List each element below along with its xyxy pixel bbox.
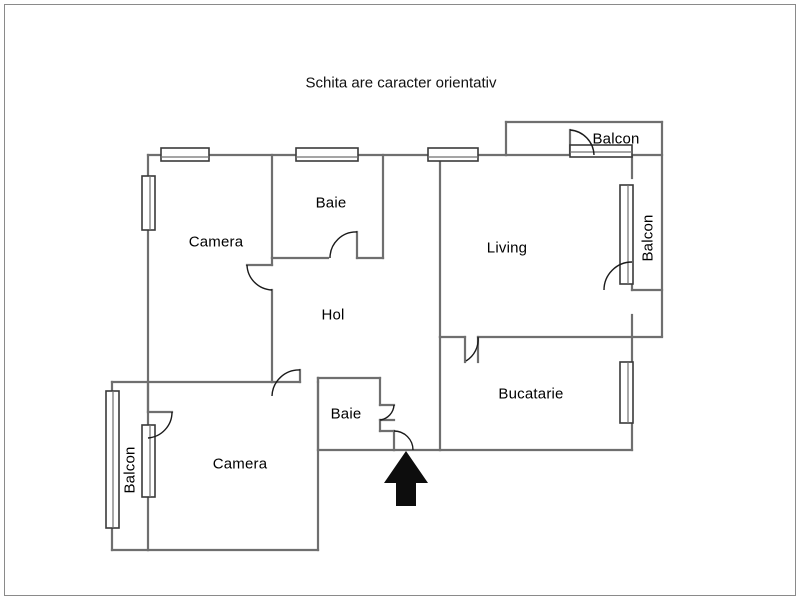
window-balcon-top bbox=[569, 144, 633, 158]
window-camera-left bbox=[141, 175, 156, 231]
door-arc-balcon-right bbox=[603, 261, 633, 291]
door-arc-bucatarie bbox=[465, 336, 479, 362]
room-label-bucatarie: Bucatarie bbox=[498, 385, 564, 403]
wall-group bbox=[110, 120, 664, 552]
room-label-hol: Hol bbox=[321, 306, 345, 324]
entrance-arrow-shape bbox=[384, 451, 428, 506]
window-camera-top bbox=[160, 147, 210, 162]
door-arc-baie-bottom-upper bbox=[379, 404, 395, 421]
image-frame-border bbox=[4, 4, 796, 596]
balcony-label-left: Balcon bbox=[121, 446, 139, 494]
window-group bbox=[105, 144, 634, 529]
door-arc-balcon-left bbox=[147, 411, 173, 439]
door-arc-hol-camera bbox=[271, 369, 301, 397]
page-title: Schita are caracter orientativ bbox=[305, 74, 497, 92]
door-arc-balcon-top bbox=[569, 129, 595, 156]
room-label-baie-bottom: Baie bbox=[330, 405, 362, 423]
door-arc-camera-top bbox=[246, 264, 273, 291]
window-camera-bottom-left bbox=[141, 424, 156, 498]
room-label-camera-top-left: Camera bbox=[188, 233, 244, 251]
window-baie-top bbox=[295, 147, 359, 162]
door-arc-group bbox=[147, 129, 633, 451]
room-label-living: Living bbox=[486, 239, 528, 257]
entrance-arrow bbox=[384, 451, 428, 506]
door-arc-entry bbox=[393, 430, 414, 451]
window-balcon-right bbox=[619, 184, 634, 285]
window-living-top bbox=[427, 147, 479, 162]
room-label-baie-top: Baie bbox=[315, 194, 347, 212]
door-arc-baie-top bbox=[329, 231, 358, 259]
window-bucatarie-right bbox=[619, 361, 634, 424]
balcony-label-top: Balcon bbox=[592, 130, 640, 148]
room-label-camera-bottom-left: Camera bbox=[212, 455, 268, 473]
balcony-label-right: Balcon bbox=[639, 214, 657, 262]
